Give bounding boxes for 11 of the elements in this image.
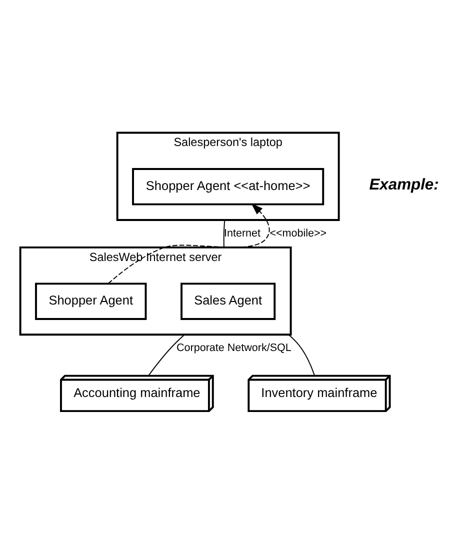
connector bbox=[288, 334, 316, 376]
connector bbox=[148, 334, 186, 376]
node-box: Shopper Agent bbox=[35, 282, 147, 320]
edge-label: Corporate Network/SQL bbox=[176, 342, 292, 354]
edge-label: <<mobile>> bbox=[270, 227, 327, 240]
label: Example: bbox=[369, 176, 439, 194]
node-box: Sales Agent bbox=[180, 282, 276, 320]
node-box: Shopper Agent <<at-home>> bbox=[132, 168, 324, 206]
edge-label: Internet bbox=[224, 227, 261, 240]
connector bbox=[223, 219, 226, 248]
arrow bbox=[108, 203, 270, 284]
